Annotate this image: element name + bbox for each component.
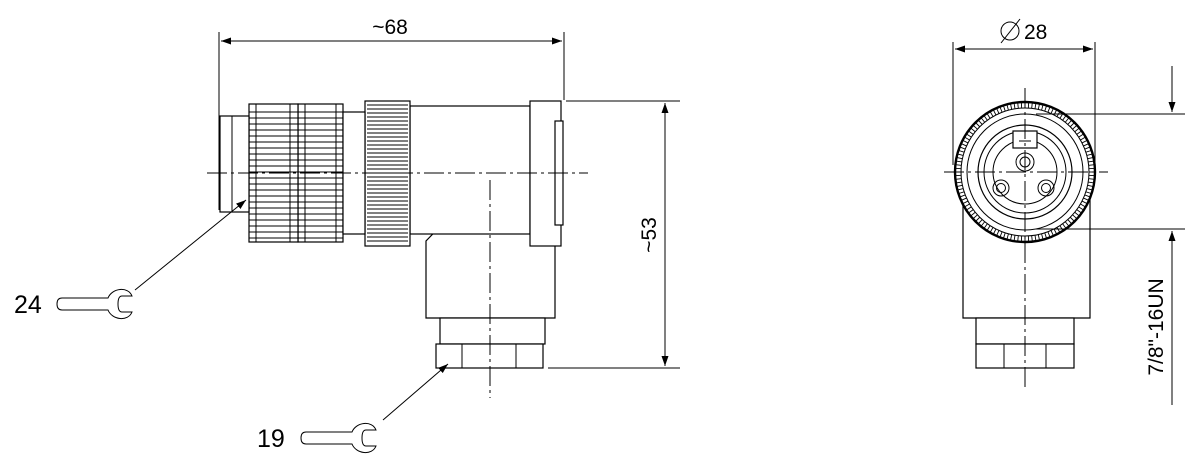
front-view: 28 7/8"-16UN	[944, 18, 1185, 405]
leader-coupling-nut	[134, 199, 247, 291]
width-dimension-label: ~68	[372, 16, 408, 39]
housing	[409, 105, 531, 235]
thread-dimension-label: 7/8"-16UN	[1145, 278, 1168, 375]
side-view: ~68 ~53 24 19	[14, 16, 680, 453]
open-end-wrench-icon	[300, 423, 377, 453]
diameter-icon	[1000, 18, 1021, 44]
wrench-size-19: 19	[257, 425, 285, 453]
leader-cable-gland	[382, 363, 449, 421]
front-stub	[219, 115, 250, 213]
height-dimension-label: ~53	[638, 217, 661, 253]
wrench-size-24: 24	[14, 291, 42, 319]
gland-neck	[439, 317, 546, 345]
knurl-lines	[367, 104, 408, 242]
open-end-wrench-icon	[56, 289, 133, 319]
diameter-dimension-label: 28	[1024, 21, 1047, 44]
